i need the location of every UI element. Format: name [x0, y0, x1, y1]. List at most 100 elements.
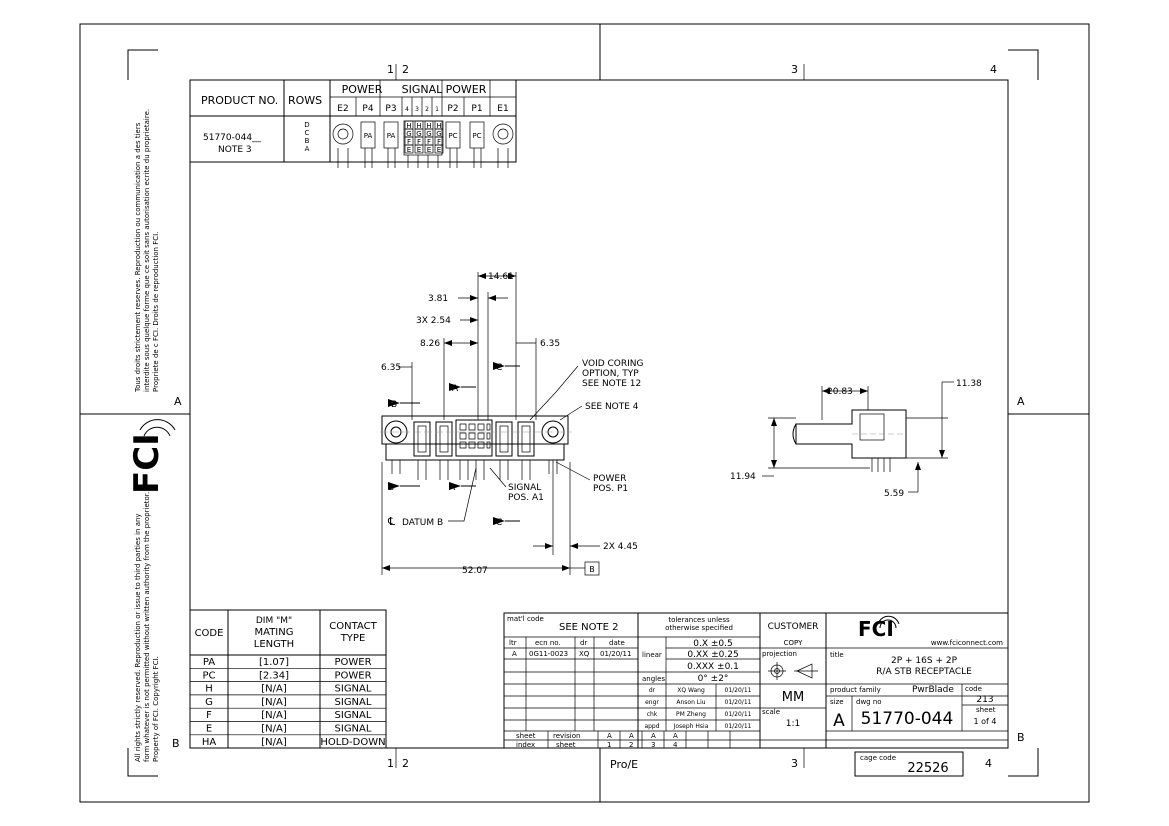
scale-label: scale: [762, 708, 780, 716]
approval-name: PM Zheng: [676, 711, 706, 718]
svg-text:form whatever is not permitted: form whatever is not permitted without w…: [143, 492, 151, 762]
software-label: Pro/E: [610, 758, 638, 771]
zone-row-b-left: B: [172, 737, 180, 750]
mating-header: MATING: [255, 627, 294, 638]
product-family: PwrBlade: [912, 685, 954, 695]
group-signal: SIGNAL: [402, 83, 444, 96]
mini-signal-f-4: F: [437, 138, 441, 146]
dim-m-header: DIM "M": [256, 616, 292, 626]
dim-cell: [N/A]: [261, 710, 287, 721]
length-header: LENGTH: [254, 639, 294, 650]
product-note: NOTE 3: [218, 145, 252, 155]
tol-1: 0.X ±0.5: [693, 639, 732, 649]
dim-cell: [N/A]: [261, 697, 287, 708]
units-mm: MM: [782, 690, 804, 705]
code-value: 213: [976, 695, 993, 705]
side-view: [792, 409, 907, 472]
dim-11-94: 11.94: [730, 472, 756, 482]
mini-signal-f-2: F: [417, 138, 421, 146]
brand-logo: FCI: [858, 617, 894, 641]
rev-hdr-date: date: [609, 639, 625, 647]
approval-date: 01/20/11: [725, 699, 752, 706]
rev-hdr-ecn: ecn no.: [535, 639, 561, 647]
col-s4: 4: [405, 106, 409, 113]
mini-signal-h-3: H: [426, 122, 431, 130]
sheet-of: 1 of 4: [974, 717, 997, 726]
mini-signal-e-1: E: [407, 146, 411, 154]
index-sheet-label: sheet: [556, 741, 576, 749]
zone-labels: 1 2 3 4 1 2 3 4 A A B B: [172, 63, 1025, 770]
col-s1: 1: [435, 106, 439, 113]
size-value: A: [833, 711, 845, 731]
dim-20-83: 20.83: [827, 387, 853, 397]
row-c: C: [305, 129, 310, 137]
section-a-bottom: A: [449, 483, 456, 493]
zone-row-b-right: B: [1017, 731, 1025, 744]
sheet-num-1: 1: [607, 741, 611, 749]
mini-signal-g-3: G: [426, 130, 431, 138]
label-datum-b: DATUM B: [402, 518, 443, 528]
zone-top-2: 2: [402, 63, 409, 76]
approval-date: 01/20/11: [725, 723, 752, 730]
product-no-header: PRODUCT NO.: [201, 94, 278, 107]
projection-symbol: [768, 662, 818, 680]
title-line-2: R/A STB RECEPTACLE: [876, 667, 972, 677]
rev-letter-2: A: [629, 732, 634, 740]
contact-type-cell: SIGNAL: [335, 684, 372, 695]
front-view-dimensions: B 52.07 2X 4.45 14.61 3.81 3X 2.54 8.26 …: [381, 272, 644, 576]
rev-ecn: 0G11-0023: [529, 650, 568, 658]
code-table: CODE DIM "M" MATING LENGTH CONTACT TYPE …: [189, 609, 387, 749]
matl-code-label: mat'l code: [507, 615, 544, 623]
mini-pa-2: PA: [387, 132, 396, 140]
mini-signal-f-1: F: [407, 138, 411, 146]
col-p3: P3: [385, 104, 396, 114]
dwg-no: 51770-044: [861, 709, 954, 729]
svg-text:Tous droits strictement reserv: Tous droits strictement reserves. Reprod…: [134, 122, 142, 393]
contact-type-cell: SIGNAL: [335, 710, 372, 721]
zone-row-a-left: A: [174, 395, 182, 408]
zone-row-a-right: A: [1017, 395, 1025, 408]
col-s2: 2: [425, 106, 429, 113]
section-b-top: B: [391, 400, 397, 410]
mini-pc-1: PC: [448, 132, 457, 140]
label-power: POWER: [593, 474, 626, 484]
mini-signal-h-4: H: [436, 122, 441, 130]
group-power-right: POWER: [446, 83, 487, 96]
note-see-note-4: SEE NOTE 4: [585, 402, 639, 412]
row-a: A: [305, 145, 310, 153]
mini-pc-2: PC: [472, 132, 481, 140]
datum-box-b: B: [589, 565, 595, 574]
dim-14-61: 14.61: [488, 272, 514, 282]
approval-role: engr: [645, 699, 659, 706]
product-family-label: product family: [830, 686, 881, 694]
dwg-no-label: dwg no: [856, 698, 882, 706]
product-table: PRODUCT NO. ROWS POWER SIGNAL POWER E2 P…: [189, 79, 517, 168]
approval-date: 01/20/11: [725, 687, 752, 694]
dim-52-07: 52.07: [462, 566, 488, 576]
col-p2: P2: [447, 104, 458, 114]
index-label: index: [516, 741, 535, 749]
tol-angles-label: angles: [642, 675, 665, 683]
cage-code-label: cage code: [860, 754, 896, 762]
rev-hdr-dr: dr: [580, 639, 587, 647]
rev-letter-1: A: [607, 732, 612, 740]
code-cell: HA: [202, 737, 217, 748]
tol-linear-label: linear: [642, 651, 662, 659]
note-void-coring-1: VOID CORING: [582, 359, 644, 369]
dim-6-35-right: 6.35: [540, 339, 560, 349]
approval-role: appd: [644, 723, 659, 730]
label-signal: SIGNAL: [508, 483, 541, 493]
svg-text:FCI: FCI: [127, 433, 167, 494]
title-label: title: [830, 651, 844, 659]
mini-signal-e-4: E: [437, 146, 441, 154]
tolerances-line-1: tolerances unless: [668, 616, 730, 624]
tol-2: 0.XX ±0.25: [687, 650, 738, 660]
rev-letter-3: A: [651, 732, 656, 740]
group-power-left: POWER: [342, 83, 383, 96]
row-b: B: [305, 137, 310, 145]
code-table-rows: PA[1.07]POWERPC[2.34]POWERH[N/A]SIGNALG[…: [202, 657, 386, 748]
note-void-coring-3: SEE NOTE 12: [582, 379, 641, 389]
dim-3x-2-54: 3X 2.54: [416, 316, 451, 326]
